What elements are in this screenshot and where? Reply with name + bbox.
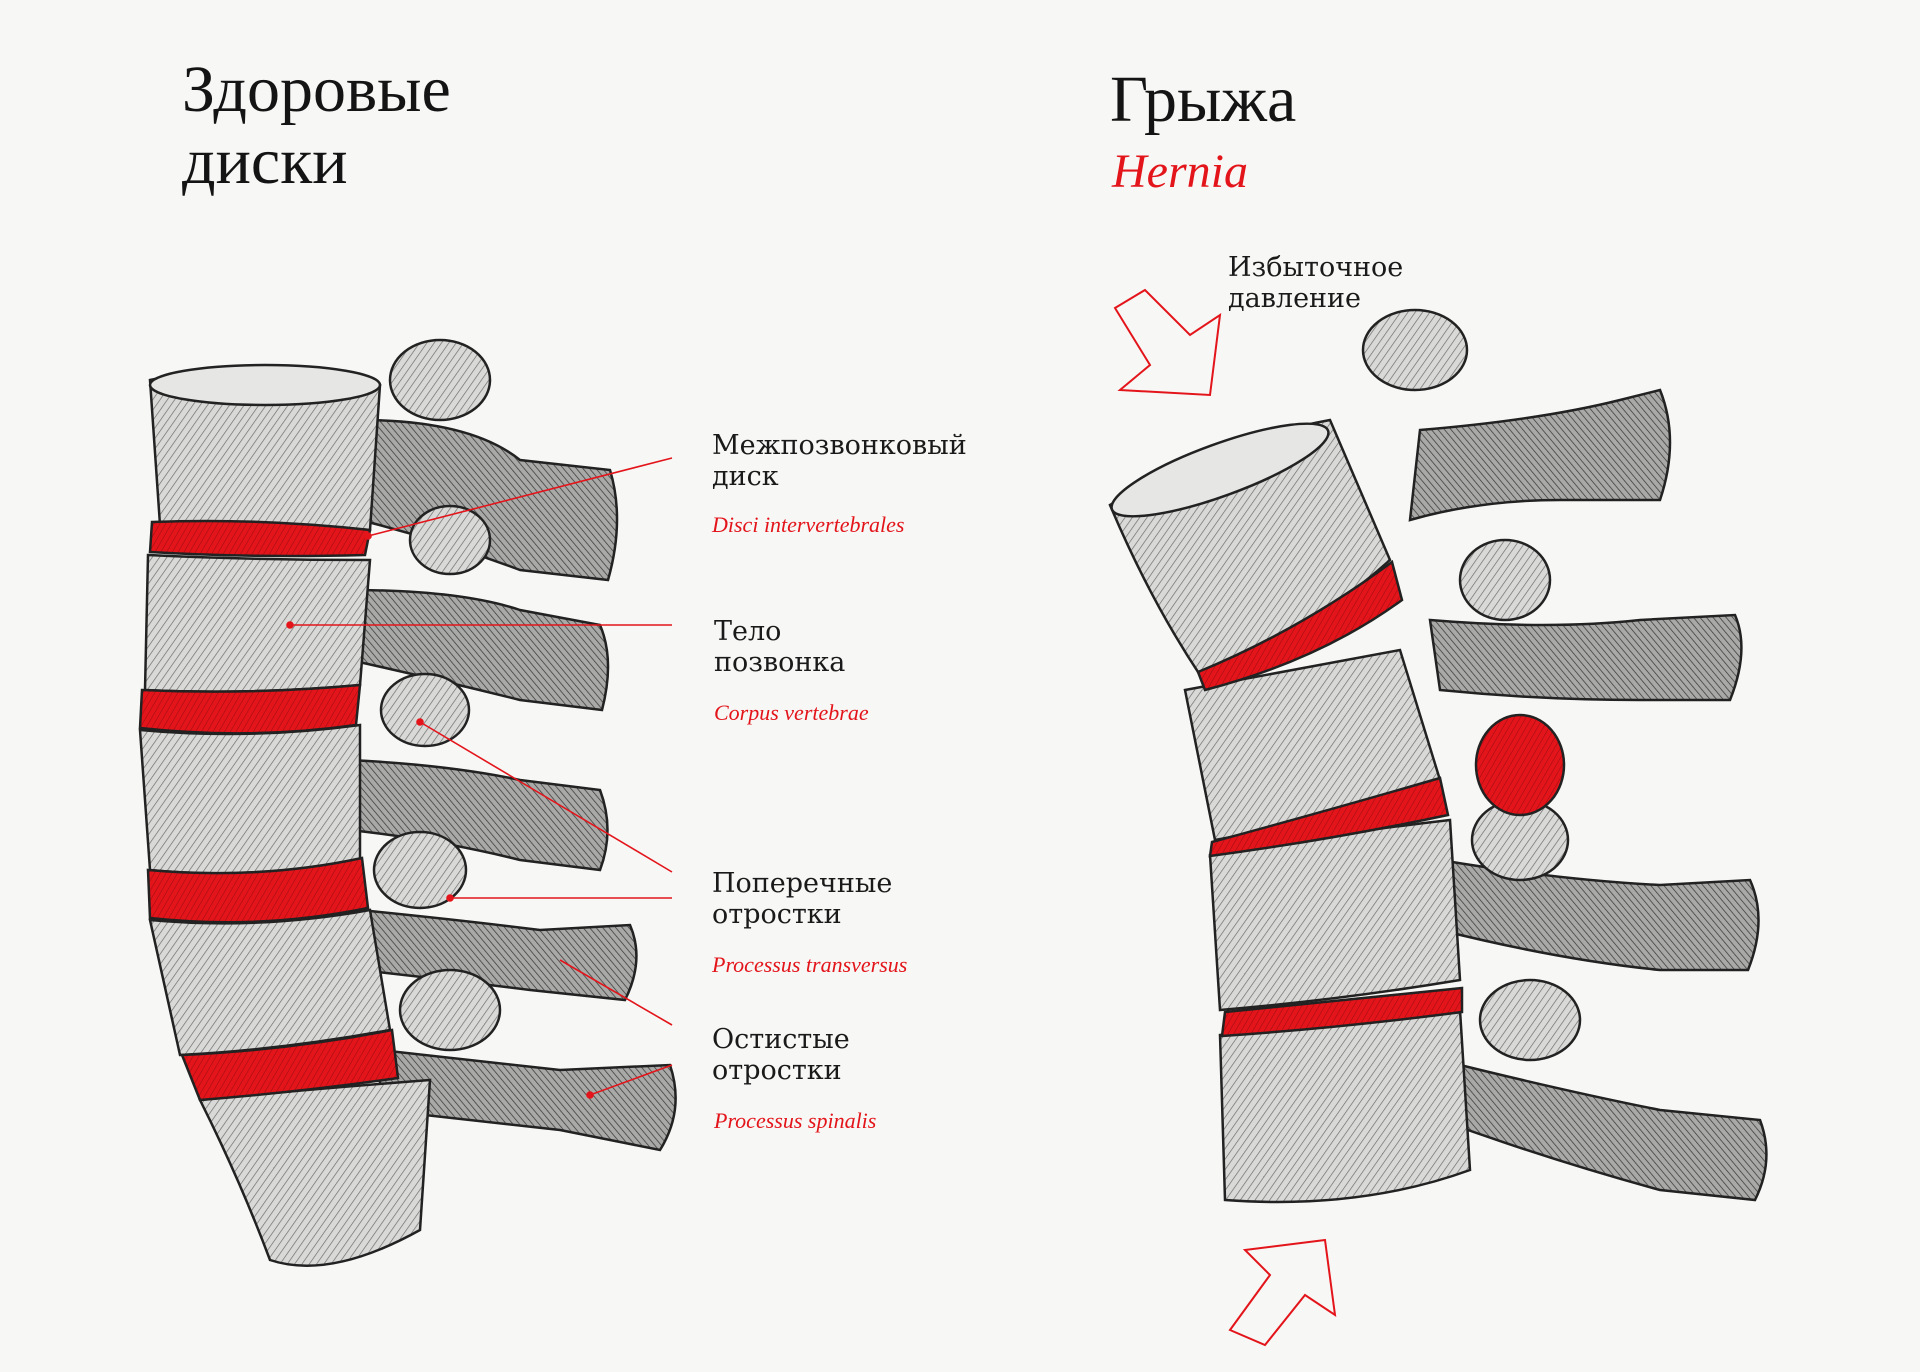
healthy-spine [138,338,677,1267]
disc-3 [146,856,370,924]
leader-lines [286,457,673,1099]
hernia-latin-subtitle: Hernia [1112,145,1248,198]
h-vertebra-4 [1218,1008,1472,1204]
vertebra-2 [143,553,372,693]
disc-1 [148,519,372,558]
vertebra-5 [198,1078,432,1267]
h-process-4 [1438,1058,1768,1202]
latin-vertebral-body: Corpus vertebrae [714,700,869,725]
h-process-3 [1438,858,1760,972]
process-1 [358,418,619,582]
process-5 [378,1048,677,1152]
disc-4 [180,1028,400,1102]
latin-spinous-processes: Processus spinalis [714,1108,877,1133]
arrow-top-icon [1113,288,1222,397]
pressure-arrows [1113,288,1337,1347]
disc-2 [138,683,362,735]
label-vertebral-body: Тело позвонка [714,616,846,678]
hernia-title: Грыжа [1110,63,1297,136]
herniated-nucleus [1474,713,1566,817]
vertebra-3 [138,723,362,875]
vertebra-4 [148,908,392,1057]
hernia-spine [1108,308,1768,1204]
label-transverse-processes: Поперечные отростки [712,868,893,930]
arrow-bottom-icon [1228,1238,1337,1347]
label-intervertebral-disc: Межпозвонковый диск [712,430,967,492]
h-disc-2 [1208,776,1450,858]
h-disc-1 [1196,559,1404,692]
excess-pressure-label: Избыточное давление [1228,252,1404,314]
healthy-discs-title: Здоровые диски [182,53,451,198]
latin-transverse-processes: Processus transversus [712,952,908,977]
label-spinous-processes: Остистые отростки [712,1024,850,1086]
h-process-2 [1428,613,1743,702]
h-process-1 [1408,388,1672,522]
h-disc-3 [1220,986,1464,1038]
process-4 [358,908,638,1002]
latin-intervertebral-disc: Disci intervertebrales [712,512,905,537]
